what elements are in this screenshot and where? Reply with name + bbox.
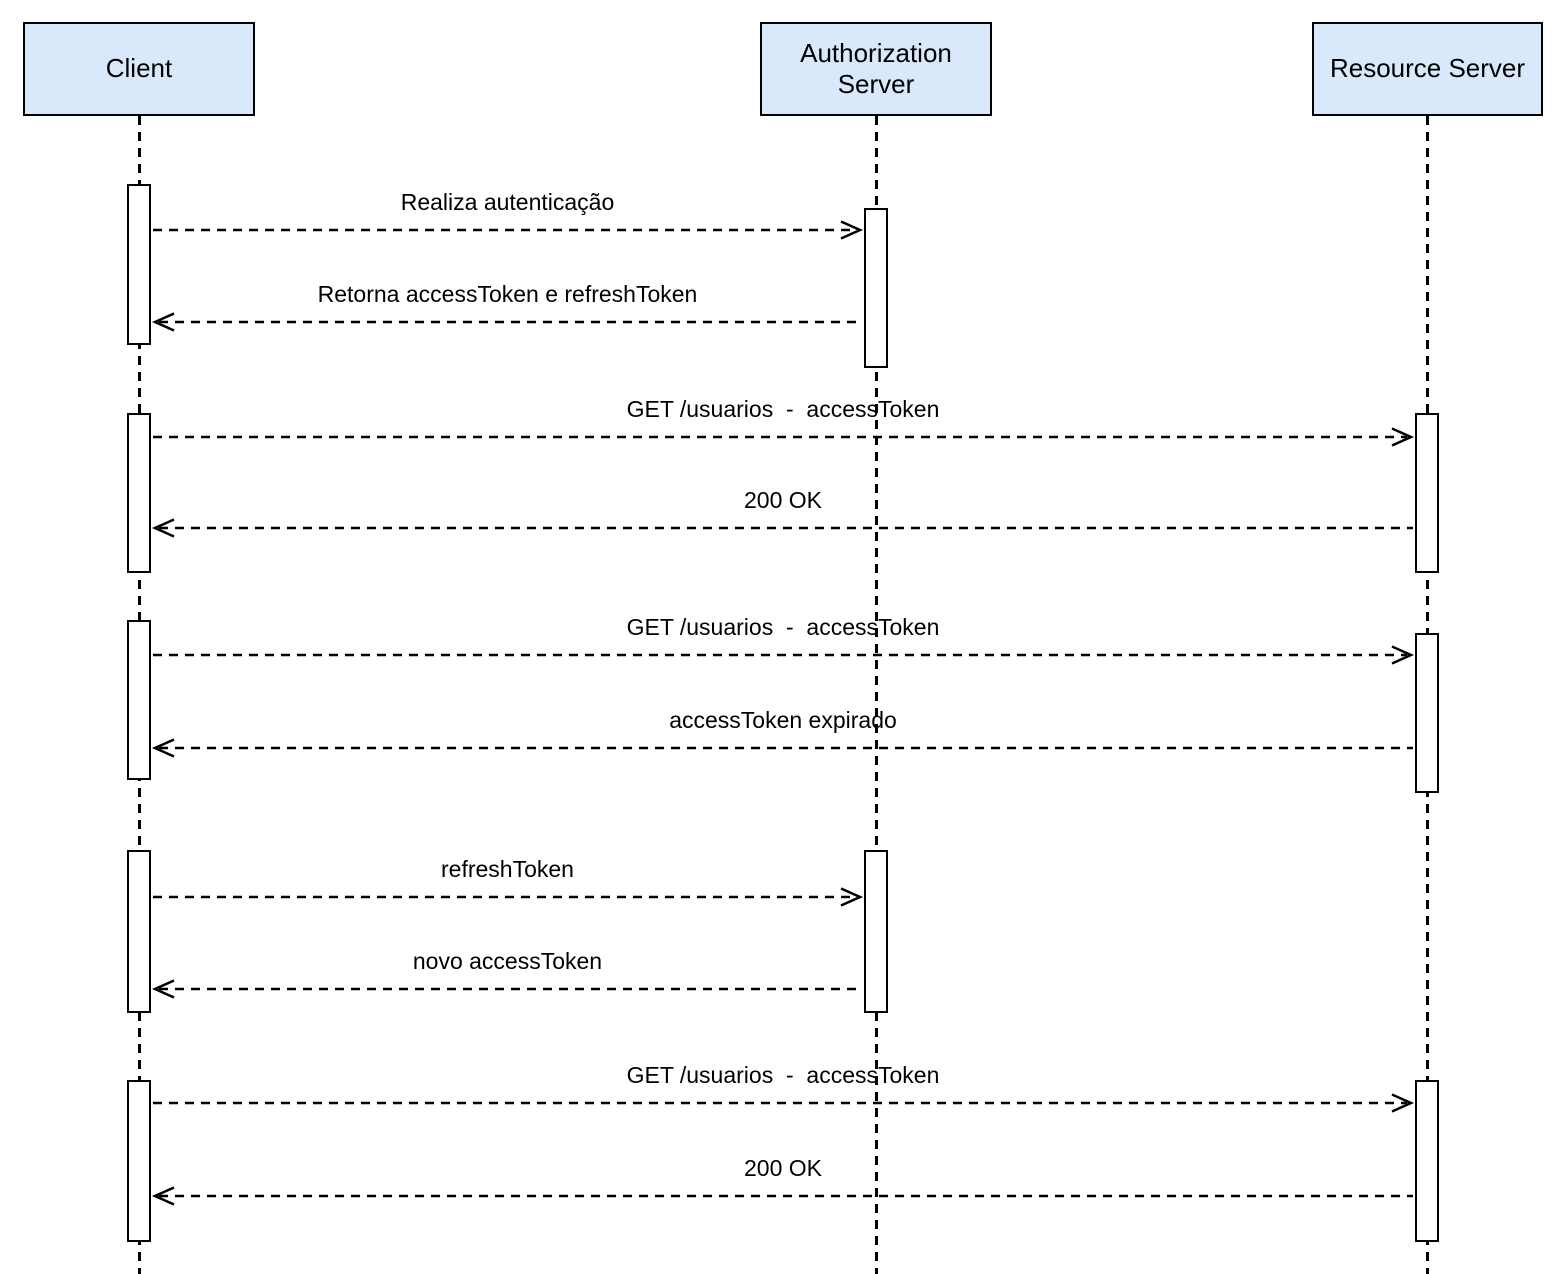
activation-client-1 (127, 184, 151, 345)
activation-client-4 (127, 850, 151, 1013)
message-realiza-autenticacao: Realiza autenticação (151, 188, 864, 240)
message-label: GET /usuarios - accessToken (626, 395, 940, 422)
activation-client-2 (127, 413, 151, 573)
message-refresh-token: refreshToken (151, 855, 864, 907)
activation-resource-server-2 (1415, 633, 1439, 793)
activation-client-5 (127, 1080, 151, 1242)
arrow-right-icon (153, 427, 1415, 447)
arrow-left-icon (151, 1186, 1413, 1206)
message-label: accessToken expirado (669, 706, 897, 733)
message-label: Realiza autenticação (400, 188, 615, 215)
arrow-right-icon (153, 1093, 1415, 1113)
actor-client: Client (23, 22, 255, 116)
arrow-left-icon (151, 518, 1413, 538)
message-get-usuarios-1: GET /usuarios - accessToken (151, 395, 1415, 447)
actor-client-label: Client (105, 53, 173, 84)
lifeline-auth-server (875, 116, 878, 1274)
actor-auth-server: Authorization Server (760, 22, 992, 116)
activation-resource-server-3 (1415, 1080, 1439, 1242)
message-label: GET /usuarios - accessToken (626, 1061, 940, 1088)
activation-client-3 (127, 620, 151, 780)
message-label: novo accessToken (412, 947, 603, 974)
actor-resource-server: Resource Server (1312, 22, 1543, 116)
activation-auth-server-2 (864, 850, 888, 1013)
message-label: 200 OK (744, 486, 822, 513)
arrow-right-icon (153, 220, 864, 240)
actor-resource-server-label: Resource Server (1329, 53, 1526, 84)
arrow-left-icon (151, 312, 862, 332)
arrow-left-icon (151, 979, 862, 999)
message-200-ok-1: 200 OK (151, 486, 1415, 538)
message-token-expirado: accessToken expirado (151, 706, 1415, 758)
arrow-left-icon (151, 738, 1413, 758)
activation-auth-server-1 (864, 208, 888, 368)
arrow-right-icon (153, 645, 1415, 665)
message-get-usuarios-2: GET /usuarios - accessToken (151, 613, 1415, 665)
message-novo-access-token: novo accessToken (151, 947, 864, 999)
message-label: 200 OK (744, 1154, 822, 1181)
arrow-right-icon (153, 887, 864, 907)
message-label: GET /usuarios - accessToken (626, 613, 940, 640)
message-200-ok-2: 200 OK (151, 1154, 1415, 1206)
message-get-usuarios-3: GET /usuarios - accessToken (151, 1061, 1415, 1113)
activation-resource-server-1 (1415, 413, 1439, 573)
message-label: Retorna accessToken e refreshToken (317, 280, 698, 307)
actor-auth-server-label: Authorization Server (800, 37, 952, 99)
message-label: refreshToken (441, 855, 574, 882)
message-retorna-tokens: Retorna accessToken e refreshToken (151, 280, 864, 332)
